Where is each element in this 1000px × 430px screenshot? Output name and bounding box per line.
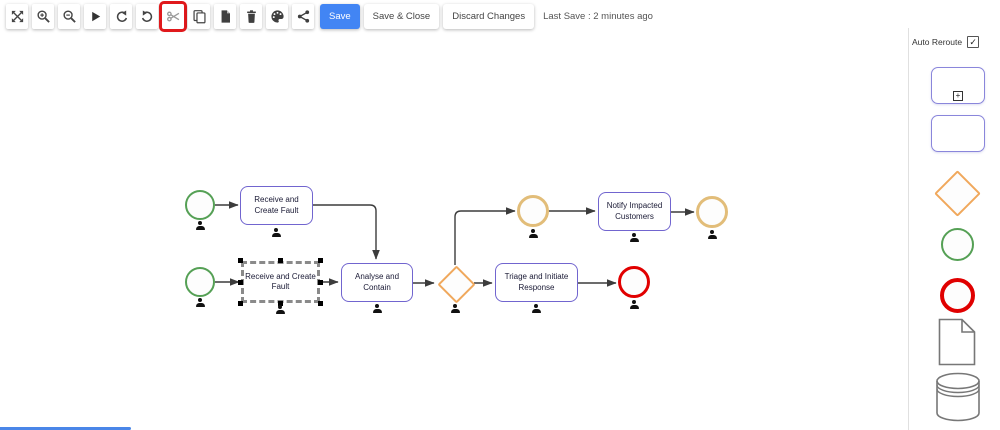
edge-gateway-to-intermediate1[interactable] — [454, 207, 516, 265]
palette-item-start-event[interactable] — [941, 228, 974, 261]
person-icon — [528, 229, 538, 238]
selection-handle[interactable] — [238, 301, 243, 306]
palette-item-document[interactable] — [938, 318, 976, 366]
theme-button[interactable] — [266, 4, 288, 29]
person-icon — [629, 300, 639, 309]
plus-icon: + — [953, 91, 963, 101]
task-label: Receive and Create Fault — [245, 271, 316, 291]
palette-item-task[interactable] — [931, 115, 985, 152]
zoom-out-button[interactable] — [58, 4, 80, 29]
person-icon — [629, 233, 639, 242]
share-icon — [296, 9, 311, 24]
person-icon — [372, 304, 382, 313]
selection-handle[interactable] — [318, 301, 323, 306]
redo-button[interactable] — [136, 4, 158, 29]
checkmark-icon: ✓ — [969, 36, 977, 47]
zoom-in-button[interactable] — [32, 4, 54, 29]
delete-button[interactable] — [240, 4, 262, 29]
selection-handle[interactable] — [318, 258, 323, 263]
undo-icon — [114, 9, 129, 24]
task-triage[interactable]: Triage and Initiate Response — [495, 263, 578, 302]
person-icon — [450, 304, 460, 313]
person-icon — [195, 221, 205, 230]
auto-reroute-checkbox[interactable]: ✓ — [967, 36, 980, 48]
sidebar-divider — [908, 28, 909, 430]
fit-screen-icon — [10, 9, 25, 24]
undo-button[interactable] — [110, 4, 132, 29]
fit-screen-button[interactable] — [6, 4, 28, 29]
selection-handle[interactable] — [318, 279, 323, 285]
person-icon — [271, 228, 281, 237]
palette-item-gateway[interactable] — [934, 170, 981, 217]
palette-item-subprocess[interactable]: + — [931, 67, 985, 104]
redo-icon — [140, 9, 155, 24]
selection-handle[interactable] — [238, 258, 243, 263]
paste-button[interactable] — [214, 4, 236, 29]
palette-item-end-event[interactable] — [940, 278, 975, 313]
person-icon — [275, 305, 285, 314]
task-label: Receive and Create Fault — [254, 195, 299, 215]
zoom-out-icon — [62, 9, 77, 24]
palette-icon — [270, 9, 285, 24]
selection-handle[interactable] — [238, 279, 243, 285]
task-label: Triage and Initiate Response — [504, 272, 569, 292]
copy-button[interactable] — [188, 4, 210, 29]
toolbar: Save Save & Close Discard Changes Last S… — [6, 1, 653, 32]
intermediate-event-1[interactable] — [517, 195, 549, 227]
task-label: Analyse and Contain — [354, 272, 400, 292]
gateway[interactable] — [437, 265, 476, 304]
task-receive-top[interactable]: Receive and Create Fault — [240, 186, 313, 225]
task-analyse[interactable]: Analyse and Contain — [341, 263, 413, 302]
task-notify[interactable]: Notify Impacted Customers — [598, 192, 671, 231]
paste-icon — [218, 9, 233, 24]
start-event-bottom[interactable] — [185, 267, 215, 297]
edge-receive-top-to-analyse[interactable] — [313, 204, 380, 260]
person-icon — [195, 298, 205, 307]
task-receive-selected[interactable]: Receive and Create Fault — [238, 258, 323, 306]
trash-icon — [244, 9, 259, 24]
last-save-status: Last Save : 2 minutes ago — [543, 11, 653, 22]
zoom-in-icon — [36, 9, 51, 24]
play-button[interactable] — [84, 4, 106, 29]
selection-handle[interactable] — [278, 258, 283, 263]
discard-changes-button[interactable]: Discard Changes — [443, 4, 535, 29]
scissors-icon — [166, 9, 181, 24]
intermediate-event-2[interactable] — [696, 196, 728, 228]
end-event-red[interactable] — [618, 266, 650, 298]
auto-reroute-label: Auto Reroute — [912, 37, 963, 47]
save-button[interactable]: Save — [320, 4, 360, 29]
share-button[interactable] — [292, 4, 314, 29]
selection-handle[interactable] — [278, 301, 283, 306]
copy-icon — [192, 9, 207, 24]
person-icon — [531, 304, 541, 313]
start-event-top[interactable] — [185, 190, 215, 220]
task-label: Notify Impacted Customers — [606, 201, 663, 221]
auto-reroute-control: Auto Reroute ✓ — [912, 36, 980, 48]
save-and-close-button[interactable]: Save & Close — [363, 4, 440, 29]
cut-button[interactable] — [159, 1, 187, 32]
palette-item-datastore[interactable] — [935, 372, 981, 422]
person-icon — [707, 230, 717, 239]
bottom-left-widget-edge[interactable] — [0, 427, 131, 430]
play-icon — [88, 9, 103, 24]
